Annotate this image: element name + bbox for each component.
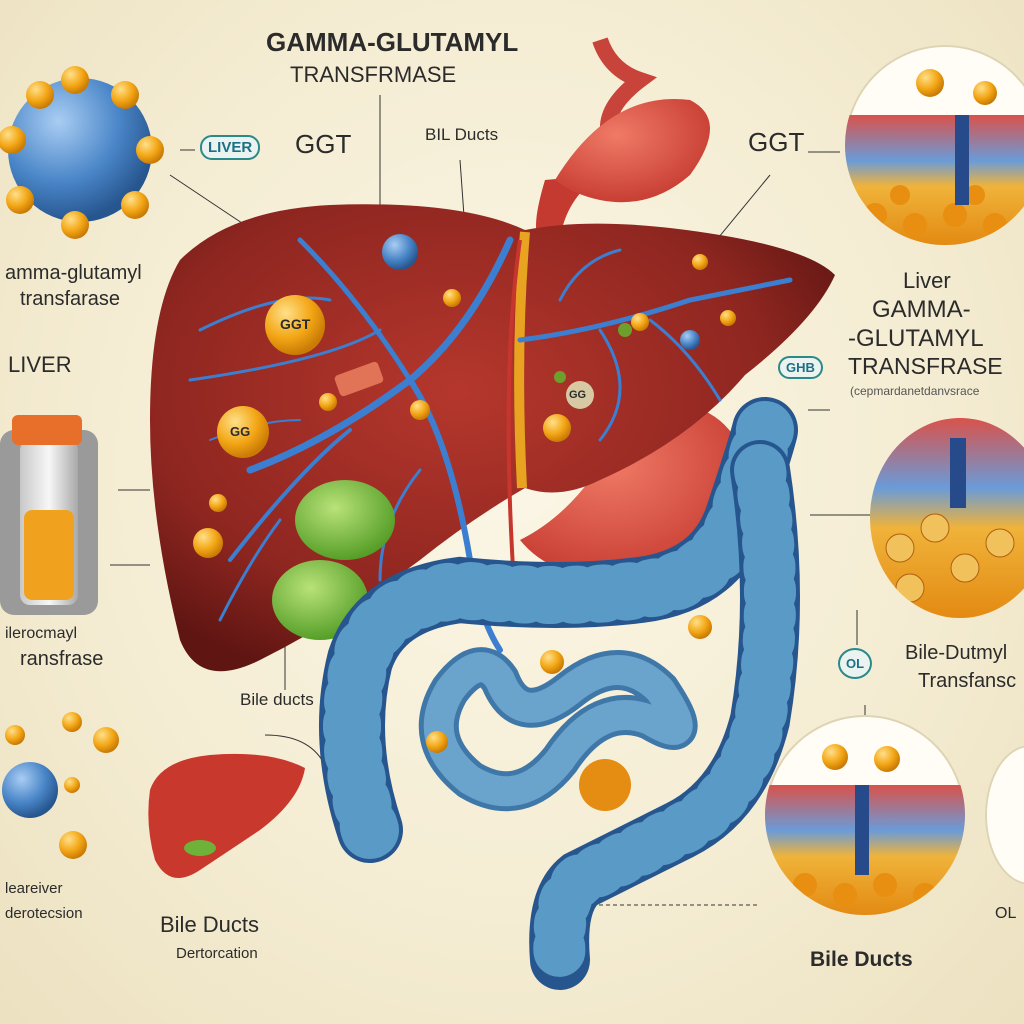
bile-ducts-label-top: BIL Ducts: [425, 125, 499, 144]
enzyme-molecule-top: [0, 66, 164, 239]
ggt-on-liver-3: GG: [569, 389, 587, 401]
ggt-label-left: GGT: [295, 129, 352, 159]
left-tube-label-2: ransfrase: [20, 648, 104, 670]
right-small-label: (cepmardanetdanvsrace: [850, 384, 980, 398]
right-bile-label-1: Bile-Dutmyl: [905, 642, 1008, 664]
vessel-tree: [188, 236, 793, 653]
ggt-on-liver-2: GG: [230, 424, 251, 439]
ghb-badge: GHB: [778, 356, 823, 379]
right-bile-label-2: Transfansc: [918, 670, 1017, 692]
right-gamma-label-2: -GLUTAMYL: [848, 325, 984, 352]
test-tube: [0, 415, 98, 615]
bile-ducts-label-bottom: Bile Ducts: [160, 912, 260, 937]
ggt-label-right: GGT: [748, 127, 805, 157]
intestines: [319, 397, 800, 990]
tissue-circle-top: [845, 45, 1024, 245]
intestine-enzymes: [426, 615, 712, 811]
bile-ducts-label-right-bottom: Bile Ducts: [810, 948, 913, 971]
title-line-2: TRANSFRMASE: [290, 62, 457, 87]
tissue-circle-bottom: [765, 715, 965, 915]
liver-label-left: LIVER: [8, 352, 72, 377]
enzyme-molecule-bottom: [2, 712, 119, 859]
far-right-bottom-label: OL: [995, 905, 1017, 922]
bottom-small-label: Dertorcation: [176, 945, 258, 962]
bile-ducts-label-mid: Bile ducts: [240, 690, 314, 709]
ol-badge: OL: [838, 648, 873, 679]
right-gamma-label-3: TRANSFRASE: [848, 353, 1003, 379]
liver-badge: LIVER: [200, 135, 261, 160]
left-gamma-label-1: amma-glutamyl: [5, 262, 142, 284]
small-liver-icon: [148, 753, 305, 878]
left-gamma-label-2: transfarase: [20, 288, 121, 310]
liver-label-right: Liver: [903, 268, 951, 293]
liver-cells: [193, 234, 736, 560]
tissue-circle-mid: [870, 418, 1024, 618]
left-bottom-label-2: derotecsion: [5, 905, 83, 922]
left-bottom-label-1: leareiver: [5, 880, 63, 897]
ggt-on-liver-1: GGT: [280, 316, 311, 332]
connector-lines: [110, 95, 870, 906]
right-gamma-label-1: GAMMA-: [872, 296, 971, 323]
title-line-1: GAMMA-GLUTAMYL: [266, 27, 519, 57]
left-tube-label-1: ilerocmayl: [5, 625, 78, 642]
